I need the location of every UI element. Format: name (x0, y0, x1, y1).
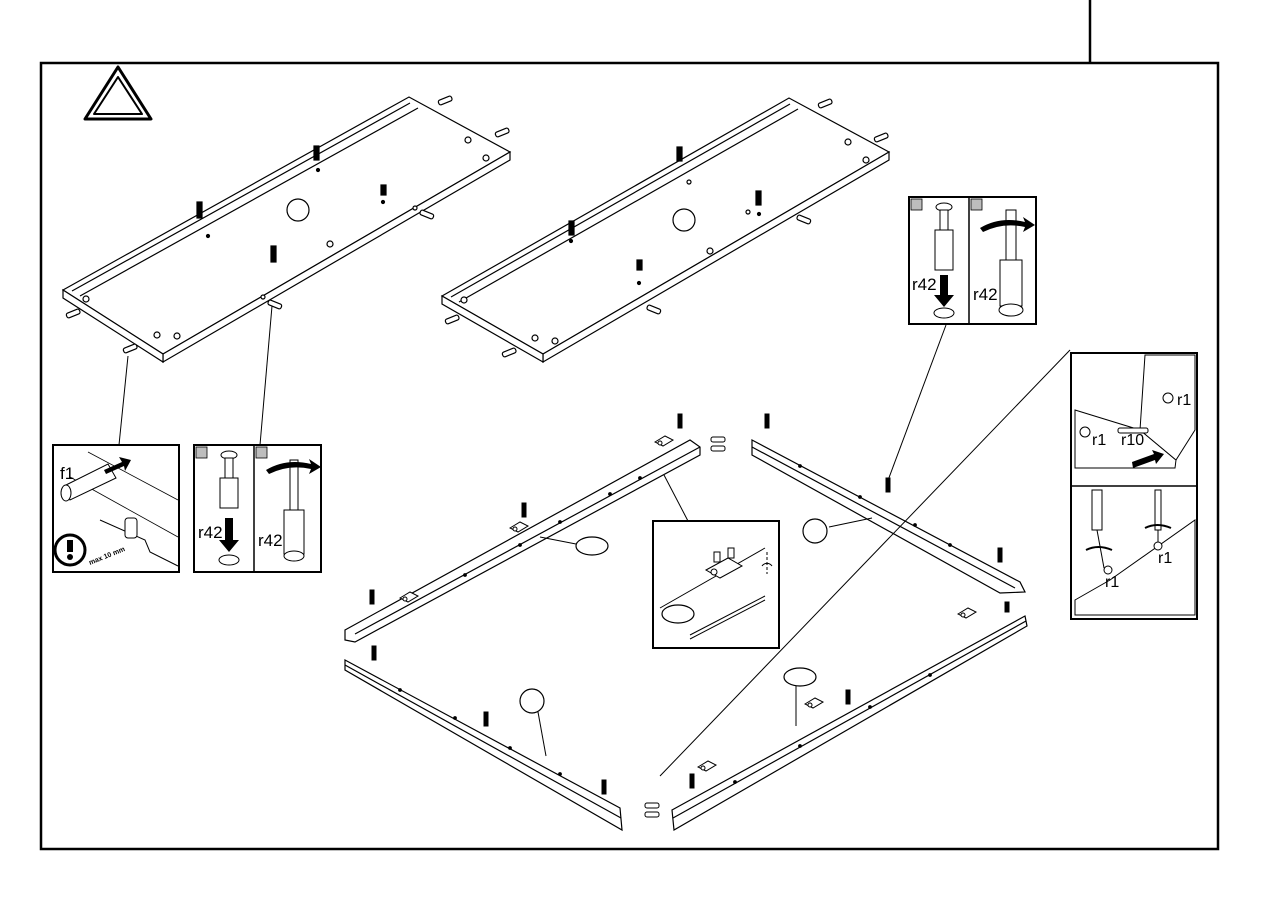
screw-label-left: r1 (1092, 432, 1106, 449)
callout-dowel: f1 max 10 mm (53, 445, 179, 572)
callout-cam-right: r42 r42 (909, 197, 1036, 324)
part-marker (803, 519, 827, 543)
bracket-icon (805, 698, 823, 708)
bracket-icon (655, 436, 673, 446)
rail-front-left (345, 660, 622, 830)
part-marker (520, 689, 544, 713)
bracket-icon (698, 761, 716, 771)
pin-label: r10 (1121, 432, 1144, 449)
dowel-label: f1 (60, 464, 74, 483)
cam-label-a: r42 (198, 523, 223, 542)
screw-label-bottom-right: r1 (1158, 550, 1172, 567)
cam-label-a: r42 (912, 275, 937, 294)
part-marker (784, 668, 816, 686)
exclamation-circle-icon (55, 535, 85, 565)
warning-triangle-icon (85, 67, 151, 119)
top-panel-left (63, 96, 510, 362)
rail-back-right (752, 440, 1025, 593)
bracket-icon (958, 608, 976, 618)
rail-back-left (345, 440, 700, 642)
part-marker (576, 537, 608, 555)
part-marker (662, 605, 694, 623)
screw-label-top: r1 (1177, 392, 1191, 409)
callout-screws: r1 r1 r10 r1 r1 (1071, 353, 1197, 619)
callout-bracket (653, 521, 779, 648)
top-panel-right (442, 98, 889, 362)
callout-cam-left: r42 r42 (194, 445, 321, 572)
cam-label-b: r42 (258, 531, 283, 550)
cam-label-b: r42 (973, 285, 998, 304)
screw-label-bottom-left: r1 (1105, 574, 1119, 591)
